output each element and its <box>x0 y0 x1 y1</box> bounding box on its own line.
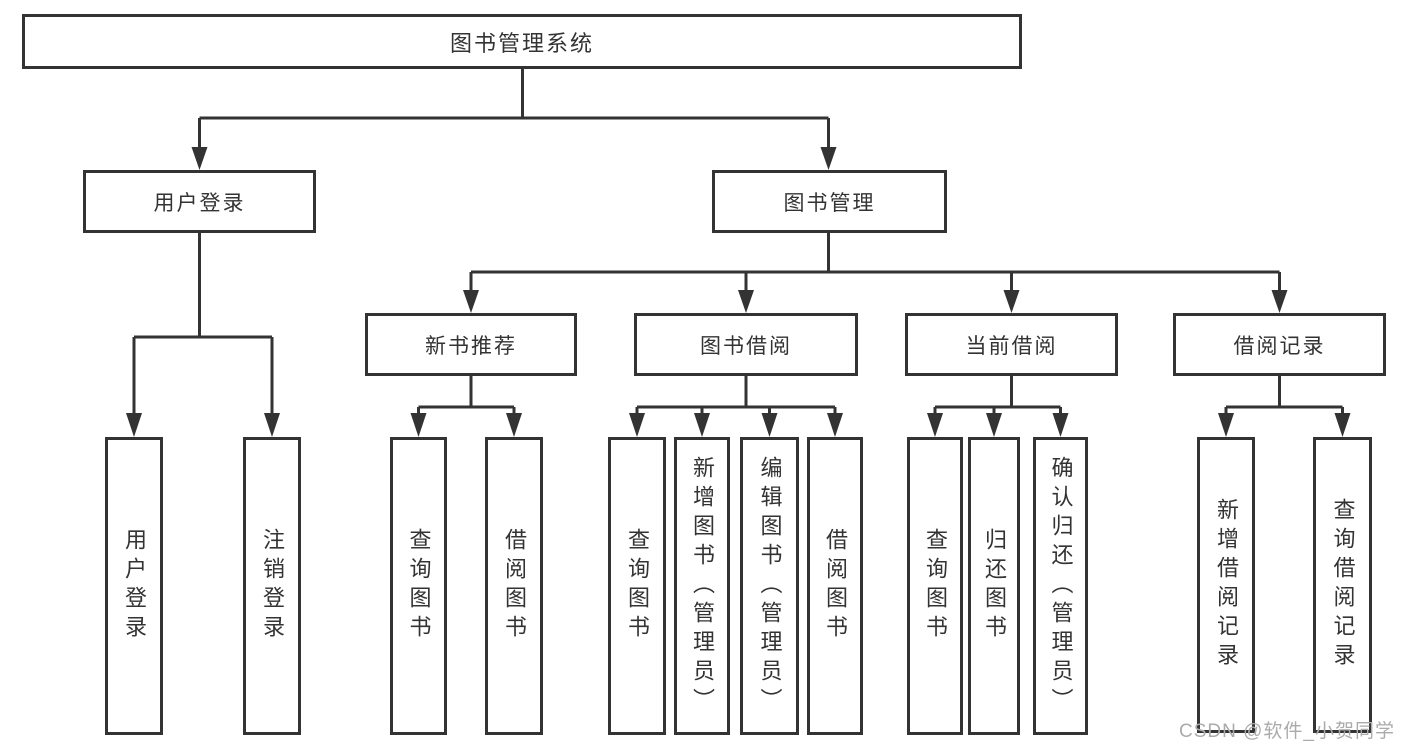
node-borrow-record: 借阅记录 <box>1173 313 1386 376</box>
node-label: 查询借阅记录 <box>1330 498 1356 672</box>
arrowhead-icon <box>506 413 522 437</box>
arrowhead-icon <box>410 413 427 437</box>
connector-user-login <box>126 233 280 437</box>
node-label: 编辑图书（管理员） <box>757 455 783 717</box>
node-label: 查询图书 <box>625 528 650 644</box>
leaf-record-query: 查询借阅记录 <box>1313 437 1372 733</box>
node-label: 查询图书 <box>923 528 948 644</box>
leaf-logout: 注销登录 <box>243 437 301 735</box>
node-label: 新增借阅记录 <box>1214 498 1239 672</box>
leaf-record-add: 新增借阅记录 <box>1197 437 1255 733</box>
leaf-currentborrow-query: 查询图书 <box>907 437 963 735</box>
node-label: 当前借阅 <box>965 334 1058 358</box>
node-user-login: 用户登录 <box>83 170 316 233</box>
node-label: 借阅记录 <box>1233 334 1326 358</box>
arrowhead-icon <box>1003 290 1020 313</box>
arrowhead-icon <box>463 290 479 313</box>
arrowhead-icon <box>191 147 208 170</box>
node-label: 归还图书 <box>982 528 1007 644</box>
leaf-user-login: 用户登录 <box>105 437 163 735</box>
node-label: 图书管理系统 <box>449 30 594 56</box>
arrowhead-icon <box>1334 413 1351 437</box>
leaf-currentborrow-return: 归还图书 <box>968 437 1020 735</box>
node-current-borrow: 当前借阅 <box>905 313 1118 376</box>
arrowhead-icon <box>986 413 1002 437</box>
node-label: 查询图书 <box>406 528 432 644</box>
node-label: 图书管理 <box>783 191 876 215</box>
leaf-bookborrow-edit-admin: 编辑图书（管理员） <box>740 437 799 735</box>
leaf-bookborrow-add-admin: 新增图书（管理员） <box>674 437 730 735</box>
leaf-currentborrow-confirm-admin: 确认归还（管理员） <box>1033 437 1088 735</box>
arrowhead-icon <box>820 147 837 170</box>
arrowhead-icon <box>1052 413 1069 437</box>
connector-book-management <box>463 233 1288 313</box>
leaf-newbook-query: 查询图书 <box>390 437 447 735</box>
node-label: 用户登录 <box>153 191 246 215</box>
node-label: 新书推荐 <box>425 334 517 358</box>
connector-root <box>191 69 837 170</box>
arrowhead-icon <box>761 413 778 437</box>
arrowhead-icon <box>629 413 645 437</box>
arrowhead-icon <box>927 413 943 437</box>
arrowhead-icon <box>264 413 280 437</box>
node-label: 借阅图书 <box>502 528 527 644</box>
arrowhead-icon <box>694 413 710 437</box>
node-book-borrow: 图书借阅 <box>634 313 858 376</box>
arrowhead-icon <box>126 413 142 437</box>
node-library-system: 图书管理系统 <box>22 14 1022 69</box>
connector-book-borrow <box>629 376 843 437</box>
node-book-management: 图书管理 <box>712 170 947 233</box>
watermark: CSDN @软件_小贺同学 <box>1179 721 1395 742</box>
arrowhead-icon <box>1271 290 1288 313</box>
arrowhead-icon <box>738 290 754 313</box>
connector-new-book <box>410 376 522 437</box>
connector-current-borrow <box>927 376 1069 437</box>
leaf-newbook-borrow: 借阅图书 <box>485 437 543 735</box>
leaf-bookborrow-query: 查询图书 <box>608 437 666 735</box>
node-new-book-recommend: 新书推荐 <box>365 313 577 376</box>
node-label: 借阅图书 <box>823 528 848 644</box>
leaf-bookborrow-borrow: 借阅图书 <box>807 437 863 735</box>
node-label: 图书借阅 <box>700 334 792 358</box>
node-label: 用户登录 <box>122 528 147 644</box>
arrowhead-icon <box>827 413 843 437</box>
arrowhead-icon <box>1218 413 1234 437</box>
node-label: 确认归还（管理员） <box>1048 455 1074 717</box>
node-label: 新增图书（管理员） <box>690 455 715 717</box>
connector-borrow-record <box>1218 376 1351 437</box>
node-label: 注销登录 <box>260 528 285 644</box>
